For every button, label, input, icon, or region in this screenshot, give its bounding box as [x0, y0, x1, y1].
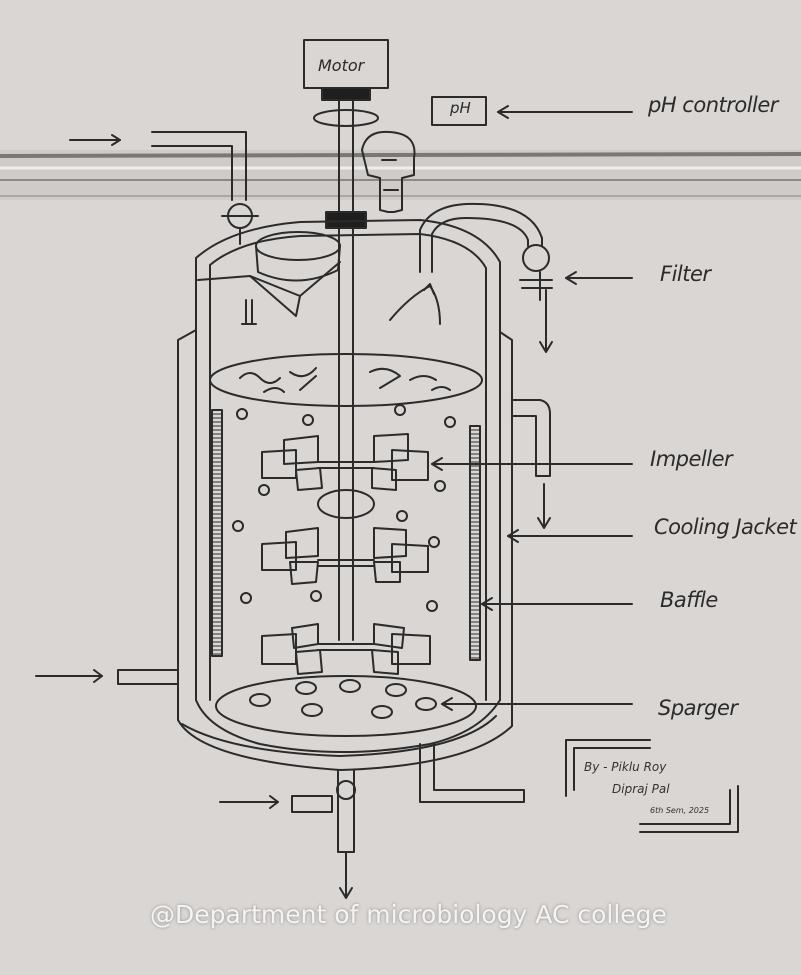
- ph-probe: [361, 130, 416, 213]
- air-inlet-pipe: [151, 131, 247, 201]
- baffle-right: [469, 425, 481, 661]
- motor-label: Motor: [318, 56, 365, 75]
- motor-coupling: [321, 87, 371, 101]
- impeller-top: [261, 433, 429, 491]
- shaft-seal: [313, 109, 379, 127]
- wall-molding: [0, 150, 801, 200]
- exhaust-pipe: [419, 202, 543, 273]
- semester-credit: 6th Sem, 2025: [650, 806, 710, 815]
- author-credit-2: Dipraj Pal: [612, 782, 670, 796]
- sparger-holes: [249, 679, 437, 719]
- ph-box-label: pH: [450, 99, 471, 117]
- ph-box: [431, 96, 487, 126]
- impeller-bottom: [261, 623, 431, 675]
- impeller-label: Impeller: [650, 447, 733, 471]
- baffle-left: [211, 409, 223, 657]
- jacket-outlet: [511, 399, 551, 477]
- credit-frame: [565, 739, 651, 797]
- jacket-inlet: [419, 743, 525, 803]
- ph-controller-label: pH controller: [648, 93, 778, 117]
- rotation-indicator: [317, 489, 375, 519]
- filter-label: Filter: [660, 262, 711, 286]
- liquid-surface: [209, 353, 483, 407]
- baffle-label: Baffle: [660, 588, 718, 612]
- harvest-pipe: [291, 795, 333, 813]
- harvest-valve: [336, 780, 356, 800]
- vessel-outer: [195, 219, 501, 701]
- sparger-label: Sparger: [658, 696, 738, 720]
- watermark: @Department of microbiology AC college: [150, 900, 667, 929]
- cooling-jacket-label: Cooling Jacket: [654, 515, 797, 539]
- filter: [522, 244, 550, 272]
- sparger: [215, 675, 477, 737]
- impeller-middle: [261, 527, 429, 585]
- bubbles: [232, 404, 456, 612]
- author-credit-1: By - Piklu Roy: [584, 760, 667, 774]
- cooling-jacket: [177, 329, 513, 771]
